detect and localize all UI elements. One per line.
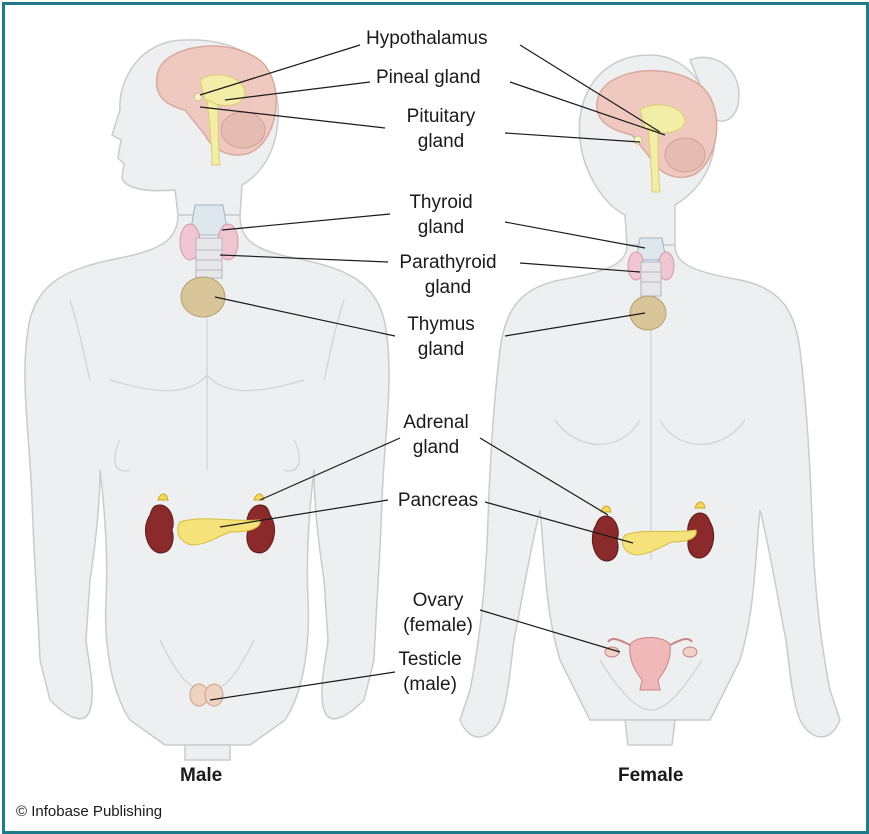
caption-female: Female (618, 765, 683, 787)
label-testicle: Testicle(male) (390, 647, 470, 697)
label-pineal-gland: Pineal gland (376, 65, 481, 90)
label-pancreas: Pancreas (392, 488, 484, 513)
label-hypothalamus: Hypothalamus (366, 26, 487, 51)
copyright-text: © Infobase Publishing (16, 803, 162, 820)
label-ovary: Ovary(female) (396, 588, 480, 638)
caption-male: Male (180, 765, 222, 787)
